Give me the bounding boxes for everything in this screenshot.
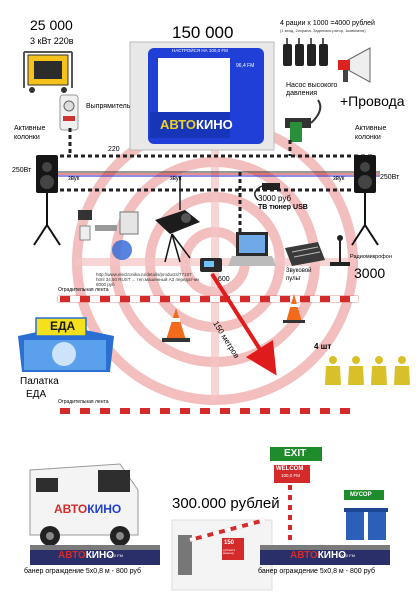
banner-left-brand-b: КИНО bbox=[85, 550, 114, 561]
screen-icon bbox=[129, 41, 275, 151]
total-price: 300.000 рублей bbox=[172, 495, 280, 512]
tv-tuner-usb-icon bbox=[254, 183, 280, 201]
tape-stripes-top bbox=[58, 296, 358, 302]
speakers-right-label: Активные колонки bbox=[355, 125, 387, 142]
rectifier-label: Выпрямитель bbox=[86, 103, 131, 110]
people-count: 4 шт bbox=[314, 342, 332, 351]
banner-right-brand: АВТОКИНО bbox=[290, 550, 346, 561]
welcome-text: WELCOM bbox=[276, 466, 304, 472]
barrier-icon bbox=[171, 518, 273, 591]
screen-side-text: 96,4 FM bbox=[236, 63, 255, 69]
speaker-icon bbox=[33, 155, 379, 246]
trash-label: МУСОР bbox=[350, 492, 372, 498]
rectifier-icon bbox=[59, 94, 79, 131]
cable-voltage: 220 bbox=[108, 146, 120, 153]
cable-sound-3: звук bbox=[333, 176, 345, 182]
banner-right bbox=[260, 545, 390, 565]
van-brand-b: КИНО bbox=[87, 502, 122, 516]
laptop-icon bbox=[228, 232, 276, 266]
van-icon bbox=[29, 463, 139, 546]
tape-top-label: Оградительная лента bbox=[58, 287, 109, 293]
van-brand: АВТОКИНО bbox=[54, 502, 122, 516]
radiomic-label: Радиомикрофон bbox=[350, 254, 392, 260]
label-600: 600 bbox=[218, 276, 230, 283]
banner-right-brand-b: КИНО bbox=[317, 550, 346, 561]
banner-right-brand-a: АВТО bbox=[290, 550, 318, 561]
banner-left-brand-a: АВТО bbox=[58, 550, 86, 561]
distance-arrow bbox=[210, 272, 277, 376]
barrier-sign-text: рублей в машину bbox=[223, 548, 236, 556]
screen-banner-text: НАСТРОЙСЯ НА 100,0 FM bbox=[172, 48, 228, 53]
generator-spec: 3 кВт 220в bbox=[30, 36, 74, 46]
van-brand-a: АВТО bbox=[54, 502, 88, 516]
tent-label-a: Палатка bbox=[20, 376, 59, 387]
generator-icon bbox=[23, 51, 73, 93]
person-icon bbox=[325, 356, 410, 385]
cables bbox=[40, 128, 380, 235]
cone-icon bbox=[162, 294, 305, 342]
tuner-price: 3000 руб bbox=[258, 194, 292, 203]
barrier-tape-bottom bbox=[58, 408, 358, 414]
welcome-freq: 100,0 FM bbox=[281, 473, 301, 478]
speaker-left-power: 250Вт bbox=[12, 167, 32, 174]
banner-left-brand: АВТОКИНО bbox=[58, 550, 114, 561]
projector-icon bbox=[155, 210, 200, 263]
trash-bin-icon bbox=[344, 490, 388, 540]
mixer-icon bbox=[285, 242, 325, 266]
microphone-icon bbox=[330, 235, 350, 266]
screen-brand-a: АВТО bbox=[160, 117, 197, 132]
tape-bottom-label: Оградительная лента bbox=[58, 399, 109, 405]
banner-right-caption: банер ограждение 5х0,8 м - 800 руб bbox=[258, 568, 375, 575]
generator-price: 25 000 bbox=[30, 17, 73, 33]
walkie-talkie-icon bbox=[283, 38, 328, 66]
banner-left-caption: банер ограждение 5х0,8 м - 800 руб bbox=[24, 568, 141, 575]
megaphone-icon bbox=[338, 47, 371, 83]
banner-left bbox=[30, 545, 160, 565]
mixer-label: Звуковой пульт bbox=[286, 268, 312, 282]
tuner-name: ТВ тюнер USB bbox=[258, 204, 308, 211]
url-note: http://www.electronika.ru/details/produc… bbox=[96, 272, 200, 288]
radios-caption: 4 рации х 1000 =4000 рублей bbox=[280, 20, 375, 27]
screen-price: 150 000 bbox=[172, 23, 234, 42]
cable-sound-2: звук bbox=[170, 176, 182, 182]
fm-tuner-icon bbox=[200, 258, 222, 272]
screen-brand: АВТОКИНО bbox=[160, 117, 233, 132]
tent-label-b: ЕДА bbox=[26, 389, 47, 400]
tent-icon bbox=[18, 317, 114, 372]
speaker-right-power: 250Вт bbox=[380, 174, 400, 181]
exit-sign-icon bbox=[270, 447, 322, 540]
tent-sign: ЕДА bbox=[50, 319, 76, 333]
radiomic-price: 3000 bbox=[354, 265, 386, 281]
radios-note: (1 вход, 2охрана, Заднемкп-ратор, 1кавиз… bbox=[280, 28, 366, 33]
provoda-label: +Провода bbox=[340, 93, 405, 109]
screen-brand-b: КИНО bbox=[196, 117, 233, 132]
banner-left-freq: 100,0 FM bbox=[106, 553, 123, 558]
banner-right-freq: 100,0 FM bbox=[338, 553, 355, 558]
exit-text: EXIT bbox=[284, 448, 307, 459]
air-pump-icon bbox=[285, 99, 322, 142]
equipment-cluster-icon bbox=[78, 210, 139, 260]
speakers-left-label: Активные колонки bbox=[14, 125, 46, 142]
barrier-sign-number: 150 bbox=[224, 540, 235, 546]
pump-label: Насос высокого давления bbox=[286, 82, 338, 98]
cable-sound-1: звук bbox=[68, 176, 80, 182]
